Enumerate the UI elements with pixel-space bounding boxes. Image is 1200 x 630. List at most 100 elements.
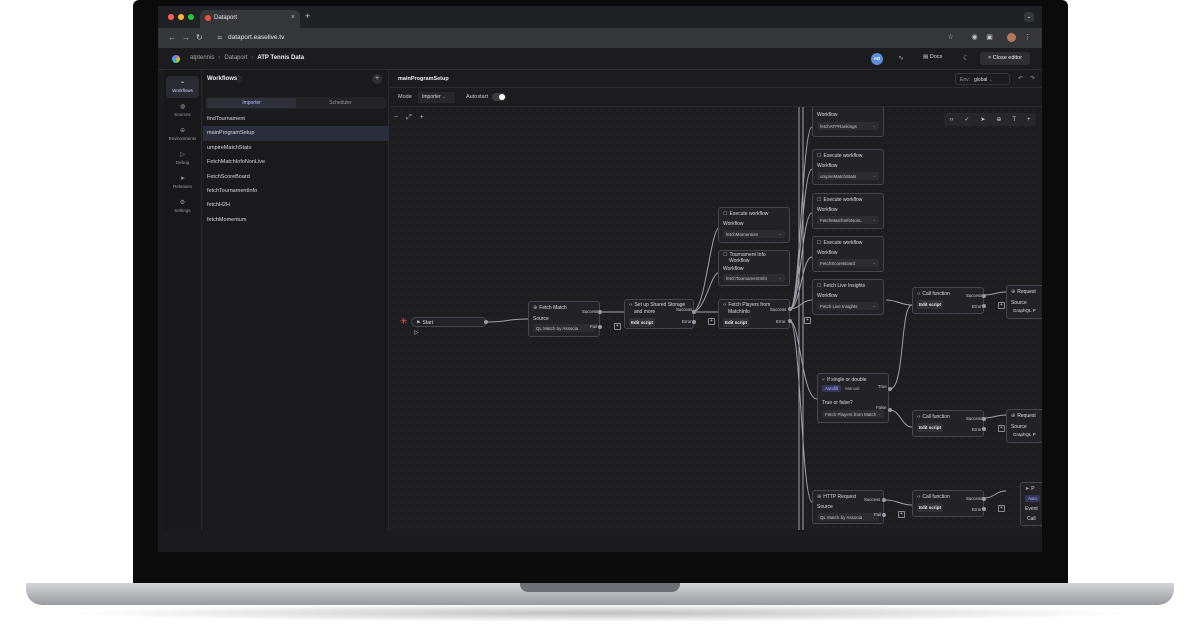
workflow-canvas[interactable]: − ⤢ + ‹› ✓ ➤ ⊕ T + ✳ ⚑Start ▷ ⊕Fetch Mat…	[390, 107, 1042, 530]
workflow-list-item[interactable]: findTournament	[207, 116, 245, 122]
partial-node[interactable]: ➤P Auto Event Call	[1020, 482, 1042, 526]
run-play-icon[interactable]: ▷	[414, 330, 419, 336]
execute-workflow-node[interactable]: Workflow fetchATPRankings⌄	[812, 107, 884, 137]
workflow-select[interactable]: fetchTournamentInfo⌄	[723, 274, 785, 282]
globe-icon[interactable]: ⊕	[996, 117, 1002, 123]
port[interactable]	[598, 325, 602, 329]
autostart-toggle[interactable]	[492, 93, 506, 101]
undo-icon[interactable]: ↶	[1018, 76, 1024, 82]
breadcrumb-org[interactable]: atptennis	[190, 55, 215, 61]
port[interactable]	[882, 498, 886, 502]
close-editor-button[interactable]: × Close editor	[980, 52, 1030, 65]
port[interactable]	[888, 387, 892, 391]
tournament-info-node[interactable]: ☐Tournament Info Workflow Workflow fetch…	[718, 250, 790, 286]
workflow-select[interactable]: umpireMatchStats⌄	[817, 172, 879, 180]
port[interactable]	[982, 507, 986, 511]
port[interactable]	[788, 319, 792, 323]
workflow-name[interactable]: mainProgramSetup	[398, 76, 449, 82]
extension-icon[interactable]: ◉	[971, 34, 978, 41]
zoom-out-button[interactable]: −	[394, 114, 399, 121]
zoom-in-button[interactable]: +	[419, 114, 424, 121]
site-settings-icon[interactable]: ⚌	[217, 35, 223, 41]
workflow-select[interactable]: FetchScoreBoard⌄	[817, 259, 879, 267]
back-arrow-icon[interactable]: ←	[168, 33, 176, 42]
text-icon[interactable]: T	[1012, 116, 1017, 123]
browser-tab[interactable]: Dataport ×	[200, 10, 300, 28]
checkbox-icon[interactable]: ☐	[817, 240, 822, 246]
send-icon[interactable]: ➤	[980, 117, 986, 123]
http-request-node[interactable]: ⊕HTTP Request Source QL Match by Associa	[812, 490, 884, 524]
checkbox-icon[interactable]: ☐	[817, 283, 822, 289]
fit-view-button[interactable]: ⤢	[406, 114, 412, 121]
setup-storage-node[interactable]: ‹›Set up Shared Storage and more Edit sc…	[624, 299, 694, 329]
workflow-list-item[interactable]: fetchMomentum	[207, 216, 247, 223]
checkbox-icon[interactable]: ☐	[817, 197, 822, 203]
edit-script-button[interactable]: Edit script	[917, 423, 943, 432]
reload-icon[interactable]: ↻	[196, 33, 203, 42]
rail-item-environments[interactable]: ⊕Environments	[166, 124, 199, 146]
profile-avatar-icon[interactable]	[1007, 33, 1016, 42]
port[interactable]	[982, 427, 986, 431]
port[interactable]	[982, 497, 986, 501]
workflow-select[interactable]: fetchMomentum⌄	[723, 230, 785, 238]
breadcrumb-app[interactable]: Dataport	[224, 55, 248, 61]
environment-select[interactable]: Env:global ⌄	[955, 73, 1010, 85]
edit-script-button[interactable]: Edit script	[917, 503, 943, 512]
add-workflow-button[interactable]: +	[372, 74, 382, 84]
call-function-node[interactable]: ‹›Call function Edit script	[912, 410, 984, 437]
source-select[interactable]: QL Match by Associa	[533, 324, 595, 332]
add-node-plus-icon[interactable]: +	[708, 318, 715, 325]
port[interactable]	[888, 408, 892, 412]
segment-importer[interactable]: Importer	[207, 98, 296, 108]
condition-select[interactable]: Fetch Players from Match⌄	[822, 410, 884, 418]
close-tab-icon[interactable]: ×	[290, 14, 295, 21]
edit-script-button[interactable]: Edit script	[629, 318, 655, 327]
port[interactable]	[692, 310, 696, 314]
port[interactable]	[692, 320, 696, 324]
checkbox-icon[interactable]: ☐	[723, 211, 728, 217]
bookmark-star-icon[interactable]: ☆	[947, 34, 954, 41]
rail-item-settings[interactable]: ⚙Settings	[166, 196, 199, 218]
theme-toggle-moon-icon[interactable]: ☾	[963, 55, 970, 62]
workflow-select[interactable]: FetchMatchInfoNonL⌄	[817, 216, 879, 224]
workflow-list-item[interactable]: fetchTournamentInfo	[207, 187, 258, 194]
help-circle-icon[interactable]: ⓘ	[236, 78, 243, 84]
edit-script-button[interactable]: Edit script	[723, 318, 749, 327]
workflow-list-item-active[interactable]: mainProgramSetup	[203, 126, 389, 141]
rail-item-debug[interactable]: ▷Debug	[166, 148, 199, 170]
execute-workflow-node[interactable]: ☐Execute workflow Workflow fetchMomentum…	[718, 207, 790, 243]
port[interactable]	[484, 320, 488, 324]
tab-search-chevron-icon[interactable]: ⌄	[1024, 12, 1034, 22]
source-select[interactable]: QL Match by Associa	[817, 513, 879, 521]
rail-item-sources[interactable]: ◍Sources	[166, 100, 199, 122]
add-node-icon[interactable]: +	[1027, 116, 1031, 123]
port[interactable]	[788, 307, 792, 311]
request-node[interactable]: ⊕Request Source GraphQL P	[1006, 409, 1042, 443]
rail-item-workflows[interactable]: ⌁Workflows	[166, 76, 199, 98]
forward-arrow-icon[interactable]: →	[182, 33, 190, 42]
redo-icon[interactable]: ↷	[1030, 76, 1036, 82]
activity-icon[interactable]: ∿	[898, 55, 904, 62]
mode-select[interactable]: Importer ⌄	[418, 92, 455, 103]
tab-autofill[interactable]: Autofill	[822, 385, 841, 392]
port[interactable]	[982, 294, 986, 298]
tab-manual[interactable]: Manual	[845, 386, 860, 391]
call-function-node[interactable]: ‹›Call function Edit script	[912, 287, 984, 314]
add-node-plus-icon[interactable]: +	[998, 505, 1005, 512]
call-function-node[interactable]: ‹›Call function Edit script	[912, 490, 984, 517]
request-node[interactable]: ⊕Request Source GraphQL P	[1006, 285, 1042, 319]
check-icon[interactable]: ✓	[964, 117, 970, 123]
puzzle-icon[interactable]: ▣	[986, 34, 993, 41]
port[interactable]	[598, 310, 602, 314]
add-node-plus-icon[interactable]: +	[998, 425, 1005, 432]
workflow-list-item[interactable]: fetchH2H	[207, 202, 230, 209]
add-node-plus-icon[interactable]: +	[998, 302, 1005, 309]
workflow-list-item[interactable]: FetchScoreBoard	[207, 173, 250, 180]
workflow-list-item[interactable]: FetchMatchInfoNonLive	[207, 159, 266, 166]
rail-item-releases[interactable]: ➤Releases	[166, 172, 199, 194]
port[interactable]	[982, 304, 986, 308]
browser-menu-icon[interactable]: ⋮	[1024, 34, 1031, 41]
fetch-live-insights-node[interactable]: ☐Fetch Live Insights Workflow Fetch Live…	[812, 279, 884, 315]
if-condition-node[interactable]: ⑂If single or double Autofill Manual Tru…	[817, 373, 889, 423]
tab-auto[interactable]: Auto	[1025, 495, 1040, 502]
